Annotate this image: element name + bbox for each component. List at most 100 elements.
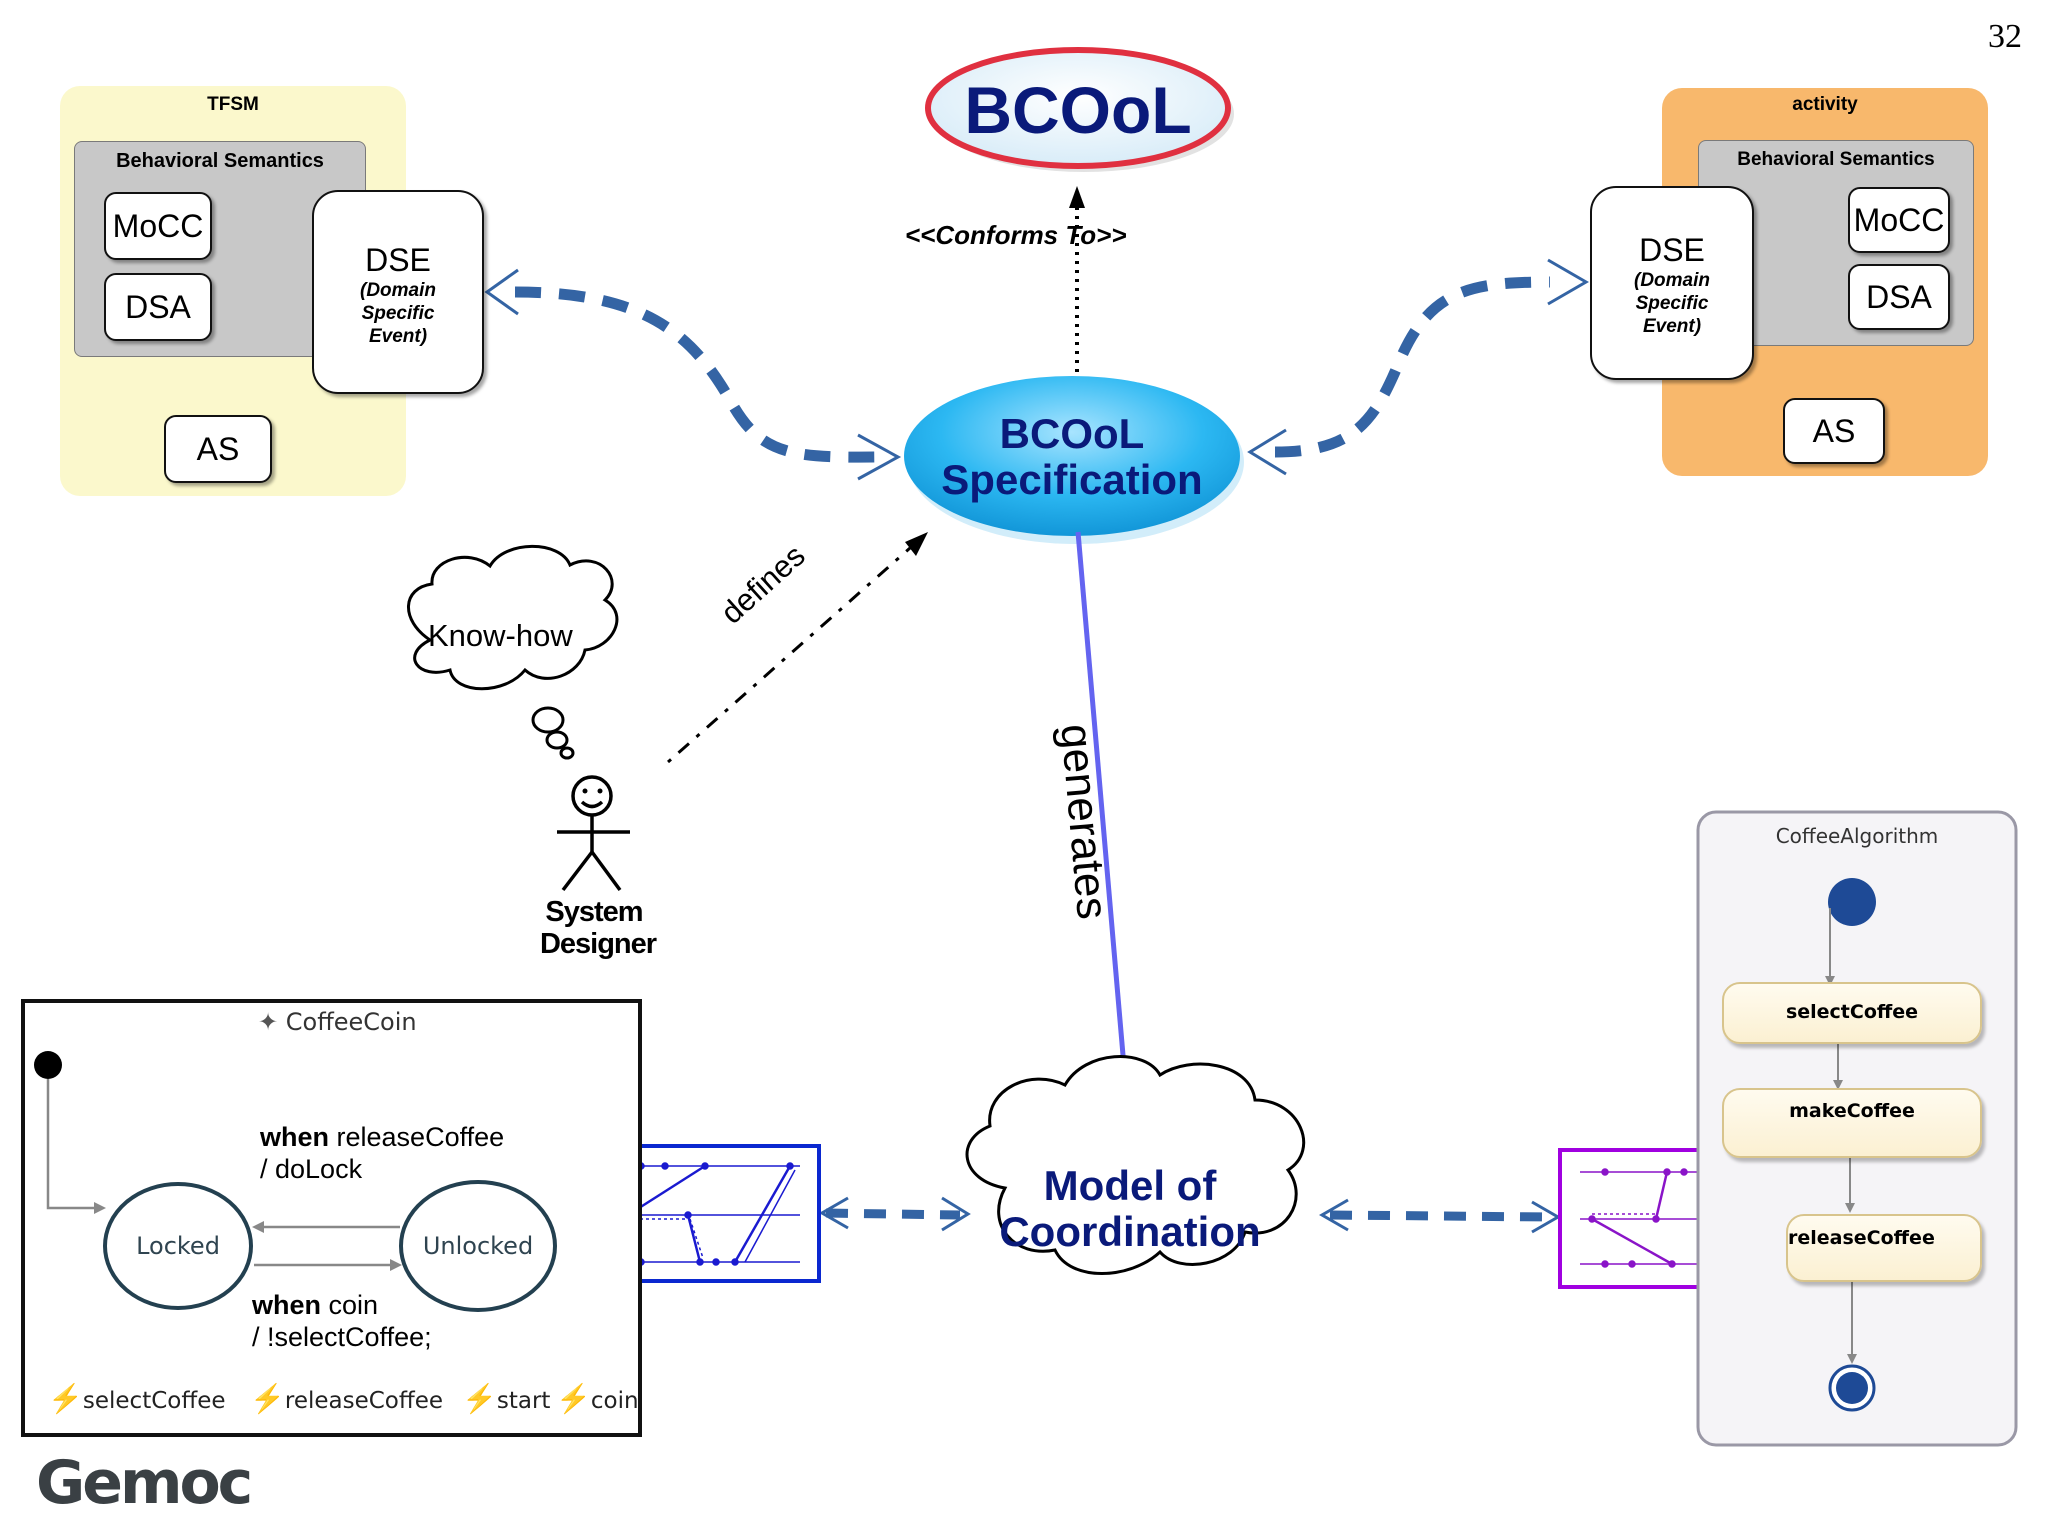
- coffee-coin-icon: ✦: [258, 1008, 279, 1036]
- event-select-coffee: ⚡selectCoffee: [48, 1382, 226, 1415]
- thought-bubble-2: [545, 730, 569, 750]
- coordination-line2: Coordination: [999, 1208, 1261, 1255]
- trans-top-line1: when releaseCoffee: [260, 1122, 504, 1153]
- trans-top-keyword: when: [260, 1122, 330, 1152]
- activity-dse-title: DSE: [1639, 232, 1705, 268]
- conforms-to-label: <<Conforms To>>: [905, 220, 1127, 250]
- coordination-line1: Model of: [1043, 1162, 1217, 1209]
- action-make-coffee: makeCoffee: [1722, 1088, 1982, 1158]
- activity-as-label: AS: [1812, 412, 1856, 449]
- lightning-icon: ⚡: [462, 1383, 497, 1414]
- spec-title-line1: BCOoL: [999, 410, 1145, 457]
- initial-transition: [46, 1079, 98, 1210]
- initial-pseudostate: [34, 1051, 62, 1079]
- locked-label: Locked: [136, 1232, 220, 1260]
- activity-dsa-label: DSA: [1866, 278, 1932, 315]
- trans-release-head: [252, 1221, 264, 1233]
- activity-title: activity: [1792, 94, 1858, 115]
- left-dse-arrow-tip: [484, 268, 519, 316]
- tfsm-dse-title: DSE: [365, 242, 431, 278]
- activity-dse-sub2: Specific: [1635, 293, 1709, 314]
- action-release-coffee: releaseCoffee: [1786, 1214, 1982, 1282]
- event-label: selectCoffee: [82, 1388, 226, 1414]
- activity-dsa-box: DSA: [1848, 264, 1950, 330]
- flow-initial-select-head: [1825, 976, 1835, 986]
- bcool-title: BCOoL: [964, 73, 1192, 147]
- action-label: makeCoffee: [1789, 1100, 1915, 1122]
- event-label: start: [496, 1388, 551, 1414]
- trans-top-action: / doLock: [260, 1154, 363, 1184]
- state-unlocked: [399, 1180, 557, 1312]
- system-designer-figure: [557, 775, 630, 892]
- thought-bubble-1: [531, 706, 565, 734]
- right-spec-arrow-tip: [1247, 428, 1287, 476]
- trans-bot-action: / !selectCoffee;: [252, 1322, 432, 1352]
- lightning-icon: ⚡: [556, 1383, 591, 1414]
- tfsm-dse-sub2: Specific: [361, 303, 435, 324]
- coord-left-dashed-link: [825, 1208, 961, 1220]
- activity-as-box: AS: [1783, 398, 1885, 464]
- trans-bot-event: coin: [321, 1290, 379, 1320]
- bcool-title-ellipse: [925, 47, 1231, 169]
- state-locked: [103, 1182, 253, 1310]
- designer-name-line2: Designer: [539, 928, 657, 960]
- action-select-coffee: selectCoffee: [1722, 982, 1982, 1044]
- designer-name-line1: System: [545, 896, 643, 928]
- tfsm-semantics-title: Behavioral Semantics: [116, 150, 324, 172]
- tfsm-dse-box: DSE (Domain Specific Event): [312, 190, 484, 394]
- spec-ellipse: [904, 376, 1240, 536]
- trans-coin-head: [390, 1259, 402, 1271]
- left-dse-dashed-link: [514, 286, 881, 463]
- tfsm-dsa-box: DSA: [104, 273, 212, 341]
- coord-right-dashed-link: [1329, 1210, 1553, 1222]
- action-label: releaseCoffee: [1788, 1227, 1935, 1249]
- tfsm-as-label: AS: [196, 430, 240, 467]
- know-how-cloud: [407, 544, 619, 691]
- event-coin: ⚡coin: [556, 1382, 639, 1415]
- coord-left-tip-b: [941, 1196, 971, 1232]
- activity-dse-box: DSE (Domain Specific Event): [1590, 186, 1754, 380]
- trans-top-event: releaseCoffee: [329, 1122, 505, 1152]
- flow-select-make-head: [1833, 1080, 1843, 1090]
- right-dse-arrow-tip: [1547, 258, 1589, 306]
- flow-make-release-head: [1845, 1203, 1855, 1213]
- trans-bot-keyword: when: [252, 1290, 322, 1320]
- initial-transition-head: [94, 1202, 106, 1214]
- spec-title-line2: Specification: [941, 456, 1203, 503]
- event-label: releaseCoffee: [284, 1388, 444, 1414]
- thought-bubble-3: [559, 746, 575, 760]
- conforms-arrow-head: [1069, 186, 1085, 208]
- tfsm-as-box: AS: [164, 415, 272, 483]
- tfsm-dsa-label: DSA: [125, 288, 191, 325]
- lightning-icon: ⚡: [250, 1383, 285, 1414]
- generates-arrow-line: [1075, 531, 1129, 1091]
- tfsm-dse-sub1: (Domain: [360, 280, 436, 301]
- activity-semantics-title: Behavioral Semantics: [1737, 149, 1935, 170]
- tfsm-mocc-label: MoCC: [112, 207, 204, 244]
- tfsm-dse-sub3: Event): [368, 326, 428, 347]
- activity-mocc-label: MoCC: [1853, 201, 1945, 238]
- coffee-coin-title-text: CoffeeCoin: [285, 1008, 417, 1036]
- know-how-label: Know-how: [428, 618, 573, 653]
- coffee-coin-title: ✦ CoffeeCoin: [258, 1008, 417, 1036]
- activity-dse-sub1: (Domain: [1634, 270, 1710, 291]
- page-number: 32: [1988, 18, 2022, 55]
- event-label: coin: [590, 1388, 639, 1414]
- activity-mocc-box: MoCC: [1848, 187, 1950, 253]
- trans-bot-line1: when coin: [252, 1290, 378, 1321]
- event-release-coffee: ⚡releaseCoffee: [250, 1382, 443, 1415]
- coord-left-tip-a: [818, 1196, 849, 1230]
- lightning-icon: ⚡: [48, 1383, 83, 1414]
- tfsm-title: TFSM: [207, 94, 259, 115]
- right-dse-dashed-link: [1274, 276, 1551, 458]
- activity-dse-sub3: Event): [1642, 316, 1702, 337]
- activity-final-node-core: [1836, 1372, 1868, 1404]
- flow-release-final-head: [1847, 1354, 1857, 1364]
- coffee-algorithm-title: CoffeeAlgorithm: [1775, 824, 1939, 848]
- action-label: selectCoffee: [1785, 1001, 1919, 1023]
- defines-arrow-head: [905, 532, 928, 556]
- coordination-cloud: [965, 1055, 1306, 1275]
- coord-right-tip-a: [1318, 1198, 1349, 1232]
- gemoc-logo: Gemoc: [36, 1448, 253, 1518]
- defines-arrow-line: [667, 546, 911, 764]
